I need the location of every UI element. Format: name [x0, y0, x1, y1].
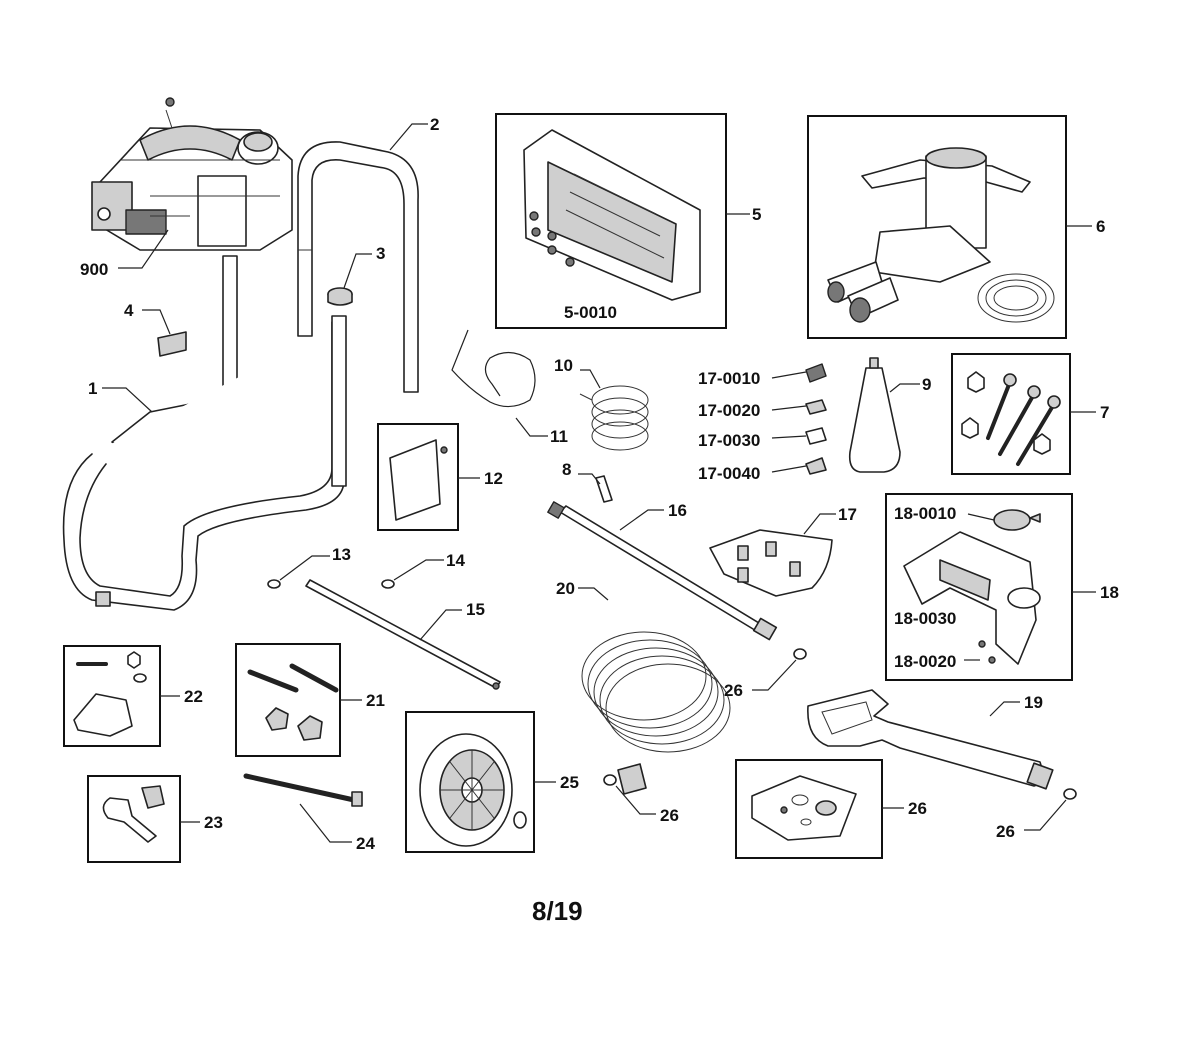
pin-part: [595, 475, 613, 503]
callout-17-0040: 17-0040: [698, 464, 760, 483]
callout-21: 21: [366, 691, 385, 710]
callout-26-hose: 26: [660, 806, 679, 825]
callout-7: 7: [1100, 403, 1109, 422]
callout-22: 22: [184, 687, 203, 706]
oring-kit-part: [751, 775, 857, 841]
label-part: [157, 331, 187, 357]
kit-box-23: [87, 775, 181, 863]
callout-900: 900: [80, 260, 108, 279]
kit-box-12: [377, 423, 459, 531]
callout-24: 24: [356, 834, 375, 853]
knob-kit-part: [247, 663, 339, 741]
callout-3: 3: [376, 244, 385, 263]
pump-part: [827, 147, 1055, 323]
callout-5: 5: [752, 205, 761, 224]
callout-26-kit: 26: [908, 799, 927, 818]
callout-14: 14: [446, 551, 465, 570]
callout-5-0010: 5-0010: [564, 303, 617, 322]
callout-17-0030: 17-0030: [698, 431, 760, 450]
foot-kit-part: [73, 651, 147, 737]
kit-box-7: [951, 353, 1071, 475]
control-panel-part: [523, 129, 701, 301]
callout-13: 13: [332, 545, 351, 564]
callout-26-gun: 26: [996, 822, 1015, 841]
callout-11: 11: [550, 427, 568, 446]
callout-18-0020: 18-0020: [894, 652, 956, 671]
lance-part: [547, 501, 778, 641]
callout-23: 23: [204, 813, 223, 832]
callout-15: 15: [466, 600, 485, 619]
washer-part-13: [267, 579, 281, 589]
callout-4: 4: [124, 301, 134, 320]
handle-part: [297, 141, 419, 393]
oring-part-hose: [603, 774, 617, 786]
detergent-bottle-part: [848, 357, 901, 473]
callout-18: 18: [1100, 583, 1119, 602]
callout-6: 6: [1096, 217, 1105, 236]
callout-12: 12: [484, 469, 503, 488]
kit-box-18: [885, 493, 1073, 681]
leader-lines: [102, 123, 1096, 843]
washer-part-14: [381, 579, 395, 589]
callout-10: 10: [554, 356, 573, 375]
oring-part-gun: [1063, 788, 1077, 800]
kit-box-6: [807, 115, 1067, 339]
callout-17-0020: 17-0020: [698, 401, 760, 420]
bolt-kit-part: [961, 371, 1061, 466]
callout-9: 9: [922, 375, 931, 394]
engine-part: [91, 97, 293, 251]
axle-part: [305, 579, 501, 690]
callout-20: 20: [556, 579, 575, 598]
callout-19: 19: [1024, 693, 1043, 712]
wire-clip-part: [451, 329, 536, 408]
callout-18-0010: 18-0010: [894, 504, 956, 523]
kit-box-21: [235, 643, 341, 757]
callout-16: 16: [668, 501, 687, 520]
nozzle-parts: [805, 363, 827, 475]
page-number: 8/19: [532, 896, 583, 926]
callout-1: 1: [88, 379, 97, 398]
tubing-coil-part: [579, 385, 649, 451]
callout-17: 17: [838, 505, 857, 524]
clamp-kit-part: [102, 785, 165, 843]
oring-part-lance: [793, 648, 807, 660]
hose-coil-part: [581, 631, 731, 795]
cap-part: [327, 287, 353, 306]
nozzle-holder-part: [709, 529, 833, 597]
callout-2: 2: [430, 115, 439, 134]
callout-8: 8: [562, 460, 571, 479]
callout-26-lance: 26: [724, 681, 743, 700]
callout-18-0030: 18-0030: [894, 609, 956, 628]
wheel-part: [419, 733, 527, 847]
gasket-part: [389, 439, 448, 521]
frame-base-part: [62, 255, 347, 611]
kit-box-5: [495, 113, 727, 329]
kit-box-26: [735, 759, 883, 859]
engine-cover-part: [903, 509, 1041, 665]
callout-25: 25: [560, 773, 579, 792]
long-bolt-part: [243, 773, 363, 807]
callout-17-0010: 17-0010: [698, 369, 760, 388]
spray-gun-part: [807, 689, 1054, 790]
